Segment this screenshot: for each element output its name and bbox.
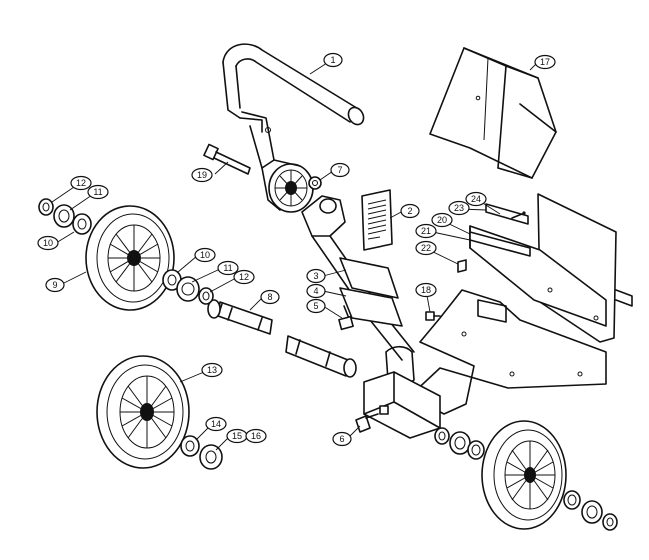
callout-15-text: 15 xyxy=(232,431,242,441)
callout-6: 6 xyxy=(332,431,352,447)
wheel-lower-left xyxy=(96,355,190,469)
callout-labels: 1 2 3 4 5 6 7 8 9 10 10 11 11 12 12 13 1… xyxy=(37,52,556,447)
callout-9-text: 9 xyxy=(52,280,57,290)
wheel-upper-left xyxy=(85,205,175,311)
callout-12a: 12 xyxy=(70,175,92,191)
callout-14-text: 14 xyxy=(211,419,221,429)
callout-24: 24 xyxy=(465,191,487,207)
callout-1: 1 xyxy=(323,52,343,68)
callout-21: 21 xyxy=(415,223,437,239)
callout-23-text: 23 xyxy=(454,203,464,213)
base-plate-part xyxy=(409,193,633,415)
callout-5: 5 xyxy=(306,298,326,314)
callout-13-text: 13 xyxy=(207,365,217,375)
axle-part xyxy=(207,299,357,378)
label-plate-part xyxy=(361,189,393,251)
handle-part xyxy=(222,43,365,169)
callout-10b: 10 xyxy=(194,247,216,263)
callout-11a: 11 xyxy=(87,184,109,200)
washers-and-caps xyxy=(38,198,618,531)
callout-11b: 11 xyxy=(217,260,239,276)
callout-22: 22 xyxy=(415,240,437,256)
callout-4-text: 4 xyxy=(313,286,318,296)
callout-8: 8 xyxy=(260,289,280,305)
callout-12b-text: 12 xyxy=(239,272,249,282)
callout-14: 14 xyxy=(205,416,227,432)
callout-7: 7 xyxy=(330,162,350,178)
callout-7-text: 7 xyxy=(337,165,342,175)
callout-8-text: 8 xyxy=(267,292,272,302)
callout-10b-text: 10 xyxy=(200,250,210,260)
callout-22-text: 22 xyxy=(421,243,431,253)
cover-part xyxy=(429,47,557,179)
callout-1-text: 1 xyxy=(330,55,335,65)
callout-11b-text: 11 xyxy=(223,263,232,273)
wheel-lower-right xyxy=(481,420,567,530)
callout-9: 9 xyxy=(45,277,65,293)
callout-15: 15 xyxy=(226,428,248,444)
callout-4: 4 xyxy=(306,283,326,299)
gear-hub-assembly xyxy=(261,159,314,213)
callout-24-text: 24 xyxy=(471,194,481,204)
callout-18-text: 18 xyxy=(421,285,431,295)
callout-2-text: 2 xyxy=(407,206,412,216)
callout-10a-text: 10 xyxy=(43,238,53,248)
callout-2: 2 xyxy=(400,203,420,219)
callout-6-text: 6 xyxy=(339,434,344,444)
callout-16: 16 xyxy=(245,428,267,444)
callout-17-text: 17 xyxy=(540,57,550,67)
callout-13: 13 xyxy=(201,362,223,378)
callout-23: 23 xyxy=(448,200,470,216)
callout-10a: 10 xyxy=(37,235,59,251)
callout-19-text: 19 xyxy=(197,170,207,180)
callout-3: 3 xyxy=(306,268,326,284)
callout-5-text: 5 xyxy=(313,301,318,311)
nut-part xyxy=(308,176,322,190)
callout-21-text: 21 xyxy=(421,226,431,236)
callout-17: 17 xyxy=(534,54,556,70)
callout-12a-text: 12 xyxy=(76,178,86,188)
callout-19: 19 xyxy=(191,167,213,183)
callout-16-text: 16 xyxy=(251,431,261,441)
callout-20-text: 20 xyxy=(437,215,447,225)
long-bolt-part xyxy=(203,143,251,175)
callout-3-text: 3 xyxy=(313,271,318,281)
callout-20: 20 xyxy=(431,212,453,228)
callout-12b: 12 xyxy=(233,269,255,285)
bracket-rails-part xyxy=(469,203,531,257)
callout-11a-text: 11 xyxy=(93,187,102,197)
column-arm-assembly xyxy=(301,195,415,386)
callout-18: 18 xyxy=(415,282,437,298)
